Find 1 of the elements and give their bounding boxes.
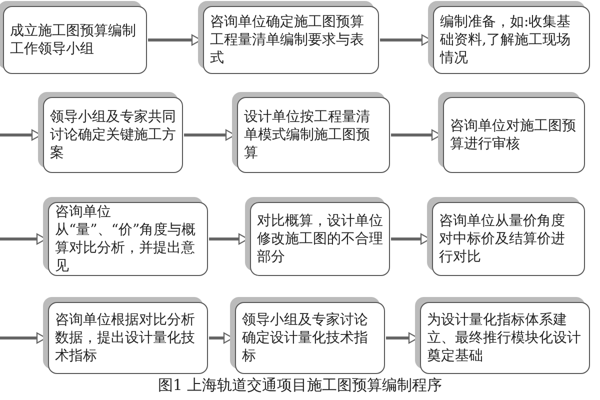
caption: 图1 上海轨道交通项目施工图预算编制程序 <box>156 376 444 395</box>
